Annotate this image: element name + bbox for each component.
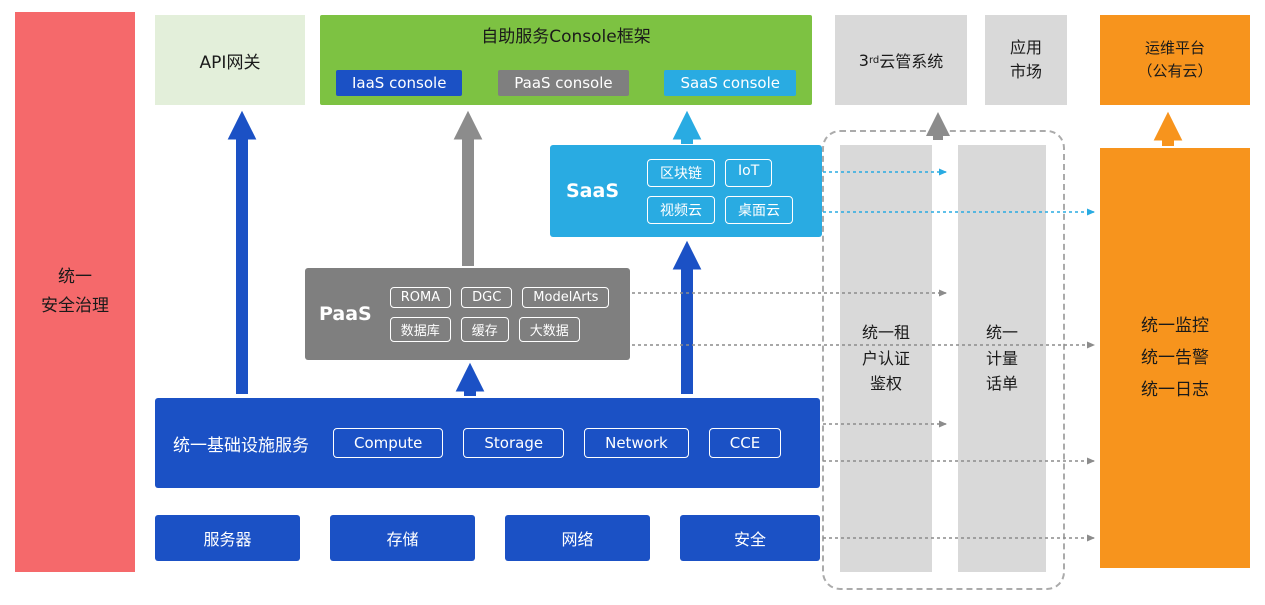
infra-item-storage: Storage (463, 428, 565, 458)
hardware-network-box: 网络 (505, 515, 650, 561)
infra-item-compute: Compute (333, 428, 444, 458)
third-party-superscript: rd (868, 54, 880, 66)
hardware-storage-box: 存储 (330, 515, 475, 561)
metering-billing-bar: 统一 计量 话单 (958, 145, 1046, 572)
saas-item-desktop-cloud: 桌面云 (725, 195, 794, 224)
paas-item-roma: ROMA (389, 286, 452, 308)
saas-item-video-cloud: 视频云 (647, 195, 716, 224)
third-party-suffix: 云管系统 (879, 52, 944, 71)
infrastructure-label: 统一基础设施服务 (173, 435, 309, 456)
saas-block: SaaS 区块链 IoT 视频云 桌面云 (550, 145, 822, 237)
console-framework-title: 自助服务Console框架 (481, 27, 651, 47)
paas-item-database: 数据库 (389, 316, 451, 342)
security-governance-bar: 统一 安全治理 (15, 12, 135, 572)
paas-block: PaaS ROMA DGC ModelArts 数据库 缓存 大数据 (305, 268, 630, 360)
paas-item-bigdata: 大数据 (518, 316, 580, 342)
app-market-box: 应用 市场 (985, 15, 1067, 105)
console-row: IaaS console PaaS console SaaS console (336, 70, 796, 96)
saas-label: SaaS (566, 180, 620, 202)
hardware-server-box: 服务器 (155, 515, 300, 561)
hardware-security-box: 安全 (680, 515, 820, 561)
paas-item-dgc: DGC (461, 286, 513, 308)
infra-item-cce: CCE (708, 428, 782, 458)
infrastructure-items: Compute Storage Network CCE (333, 428, 782, 458)
iaas-console-box: IaaS console (336, 70, 463, 96)
monitoring-alarm-log-box: 统一监控 统一告警 统一日志 (1100, 148, 1250, 568)
saas-items: 区块链 IoT 视频云 桌面云 (647, 158, 794, 224)
paas-label: PaaS (319, 303, 372, 325)
console-framework-box: 自助服务Console框架 IaaS console PaaS console … (320, 15, 812, 105)
paas-console-box: PaaS console (498, 70, 629, 96)
third-party-prefix: 3 (858, 50, 869, 70)
saas-item-blockchain: 区块链 (647, 158, 716, 187)
api-gateway-box: API网关 (155, 15, 305, 105)
paas-item-modelarts: ModelArts (522, 286, 610, 308)
paas-item-cache: 缓存 (460, 316, 509, 342)
infrastructure-block: 统一基础设施服务 Compute Storage Network CCE (155, 398, 820, 488)
infra-item-network: Network (584, 428, 689, 458)
saas-item-iot: IoT (725, 158, 773, 187)
paas-items: ROMA DGC ModelArts 数据库 缓存 大数据 (389, 286, 610, 342)
om-platform-box: 运维平台 （公有云） (1100, 15, 1250, 105)
tenant-auth-bar: 统一租 户认证 鉴权 (840, 145, 932, 572)
saas-console-box: SaaS console (664, 70, 796, 96)
